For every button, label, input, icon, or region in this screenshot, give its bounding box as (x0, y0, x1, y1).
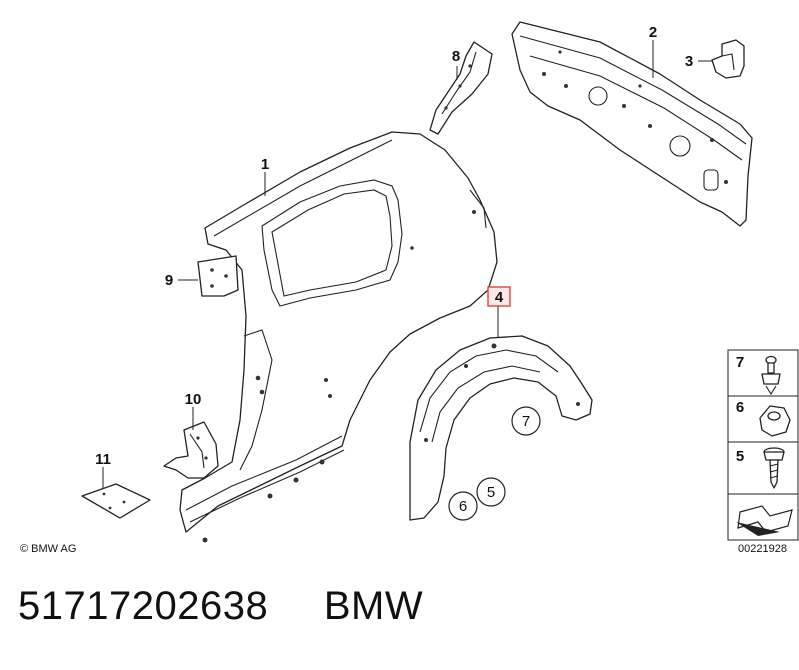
rear-panel-part (511, 21, 753, 227)
wheel-arch-liner-part (409, 335, 593, 521)
bracket-8-part (429, 41, 493, 135)
callout-1: 1 (261, 156, 269, 173)
part-number: 51717202638 (18, 584, 269, 628)
legend-num-6: 6 (736, 399, 744, 416)
plate-9-part (197, 255, 239, 297)
legend-num-7: 7 (736, 354, 744, 371)
legend-box: 7 6 5 (727, 349, 799, 541)
screw-icon (763, 447, 785, 489)
pad-11-part (81, 483, 151, 519)
ref-circle-5 (476, 477, 506, 507)
circled-refs: 7 6 5 (448, 406, 541, 521)
direction-arrow-icon (736, 505, 793, 536)
push-rivet-icon (761, 355, 781, 396)
callout-2: 2 (649, 24, 657, 41)
legend-num-5: 5 (736, 448, 744, 465)
leader-lines (102, 40, 712, 488)
diagram-id: 00221928 (738, 543, 787, 555)
copyright-text: © BMW AG (20, 543, 76, 555)
callout-3: 3 (685, 53, 693, 70)
ref-6-label: 6 (459, 498, 467, 515)
ref-5-label: 5 (487, 484, 495, 501)
callout-9: 9 (165, 272, 173, 289)
callout-10: 10 (185, 391, 202, 408)
ref-7-label: 7 (522, 413, 530, 430)
callout-11: 11 (95, 451, 111, 468)
footer: 51717202638 BMW (18, 584, 423, 644)
ref-circle-7 (511, 406, 541, 436)
callout-8: 8 (452, 48, 460, 65)
reinforcement-10-part (163, 421, 219, 479)
nut-icon (759, 405, 791, 437)
callout-4: 4 (495, 289, 504, 306)
callout-4-highlight (487, 286, 511, 307)
callouts: 1 2 3 4 8 9 10 11 (95, 24, 693, 468)
brand-name: BMW (323, 584, 424, 628)
ref-circle-6 (448, 491, 478, 521)
bracket-3-part (711, 39, 745, 79)
side-panel-part (179, 131, 498, 543)
